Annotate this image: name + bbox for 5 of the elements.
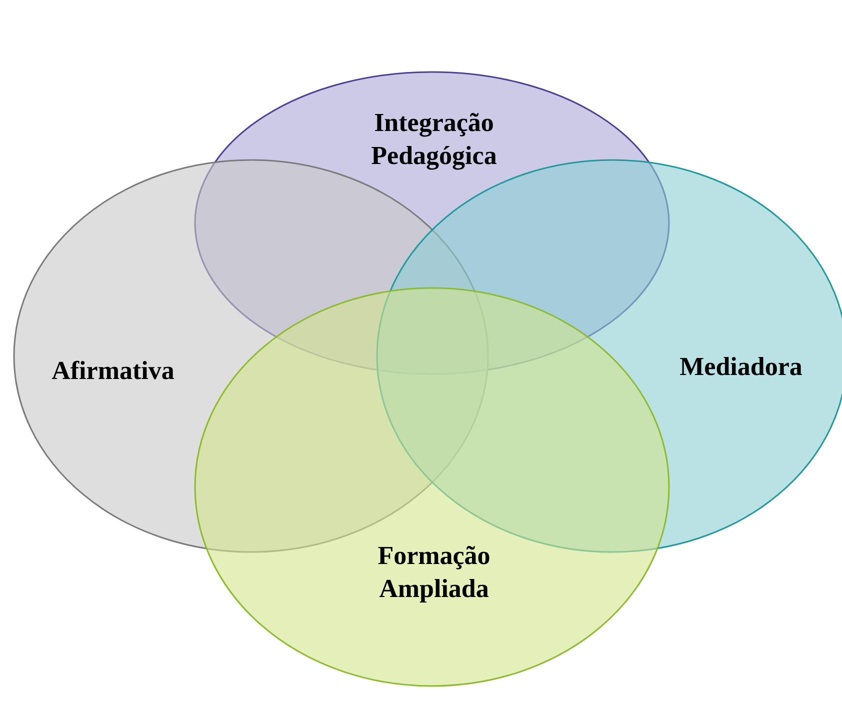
- venn-label: Afirmativa: [50, 355, 176, 387]
- venn-ellipse: [194, 287, 670, 687]
- venn-label: Mediadora: [678, 351, 804, 383]
- venn-label: Formação Ampliada: [376, 540, 492, 604]
- venn-label: Integração Pedagógica: [370, 107, 498, 172]
